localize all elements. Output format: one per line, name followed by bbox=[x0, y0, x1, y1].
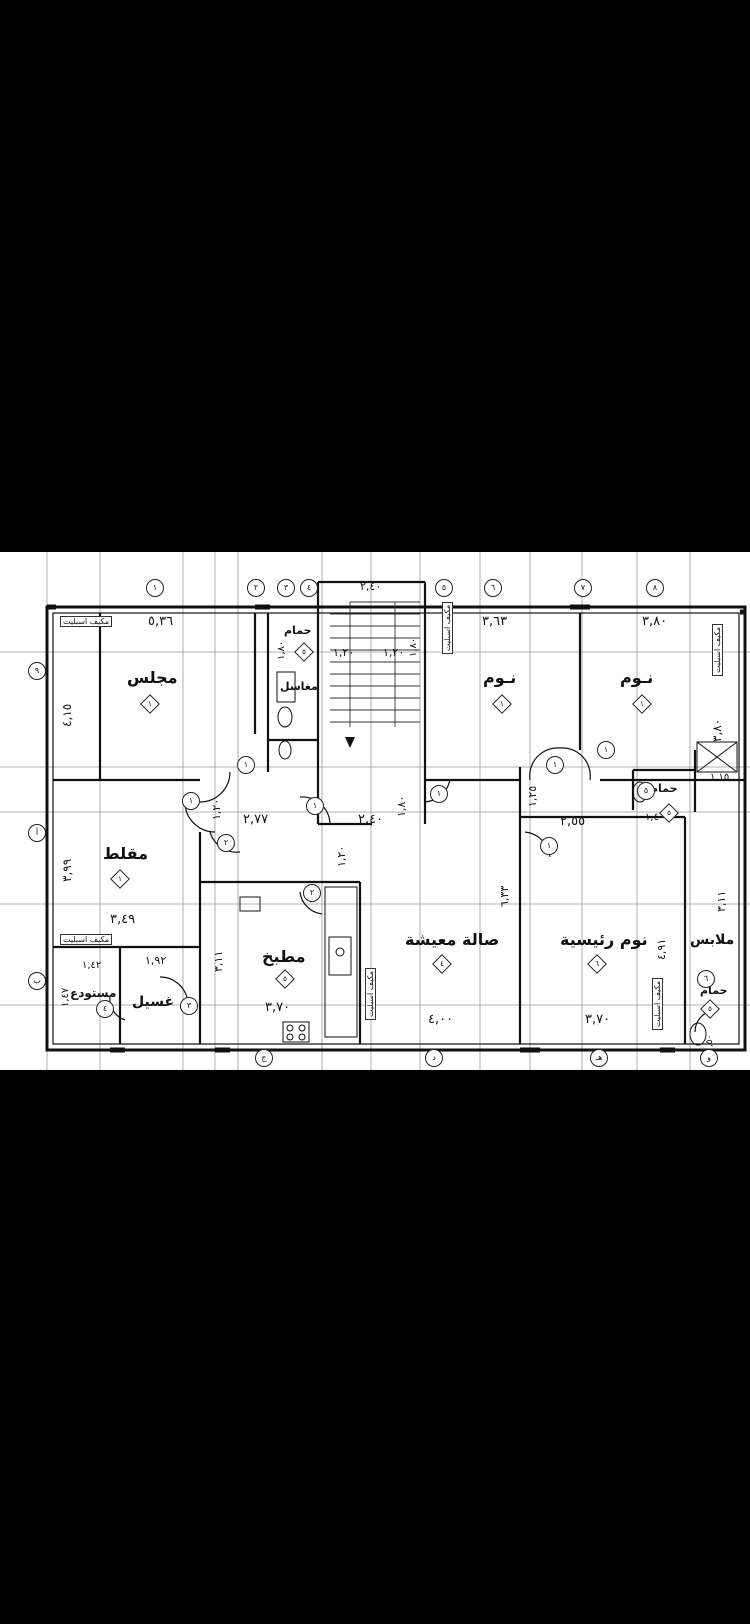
room-marker: ٥ bbox=[700, 999, 720, 1019]
dim-bath-2-width: ١,٤٠ bbox=[645, 812, 665, 823]
door-marker: ١ bbox=[540, 837, 558, 855]
grid-marker: ٢ bbox=[247, 579, 265, 597]
outer-walls bbox=[45, 605, 747, 1052]
grid-marker: ٧ bbox=[574, 579, 592, 597]
dim-landing-height: ١,٨٠ bbox=[395, 795, 408, 817]
grid-marker: ب bbox=[28, 972, 46, 990]
door-marker: ٢ bbox=[303, 884, 321, 902]
door-marker: ٦ bbox=[697, 970, 715, 988]
dim-landing-width: ٢,٤٠ bbox=[358, 812, 384, 827]
door-marker: ١ bbox=[597, 741, 615, 759]
room-label-bath-1: حمام bbox=[284, 624, 312, 637]
door-marker: ٢ bbox=[217, 834, 235, 852]
dim-stair-inner-a: ١,٢٠ bbox=[333, 646, 355, 659]
dim-bath-3-width: ١,١٥ bbox=[710, 772, 730, 783]
room-marker: ١ bbox=[632, 694, 652, 714]
dim-living-width: ٤,٠٠ bbox=[428, 1012, 454, 1027]
room-label-living: صالة معيشة bbox=[405, 930, 500, 949]
grid-marker: ج bbox=[255, 1049, 273, 1067]
grid-marker: ٦ bbox=[484, 579, 502, 597]
kitchen-fixtures bbox=[239, 886, 358, 1043]
room-marker: ١ bbox=[492, 694, 512, 714]
dim-hall-width: ٢,٥٥ bbox=[560, 814, 586, 829]
grid-marker: ٨ bbox=[646, 579, 664, 597]
grid-marker: ٥ bbox=[435, 579, 453, 597]
grid-marker: د bbox=[425, 1049, 443, 1067]
dim-majlis-width: ٥,٣٦ bbox=[148, 614, 174, 629]
door-marker: ١ bbox=[237, 756, 255, 774]
dim-master-width: ٣,٧٠ bbox=[585, 1012, 611, 1027]
dim-maqlat-width: ٣,٤٩ bbox=[110, 912, 136, 927]
door-marker: ٣ bbox=[180, 997, 198, 1015]
door-marker: ٤ bbox=[96, 1000, 114, 1018]
grid-marker: أ bbox=[28, 824, 46, 842]
ac-tag-bedroom-2: مكيف اسبليت bbox=[712, 623, 723, 676]
dim-passage-height: ١,٢٠ bbox=[335, 845, 348, 867]
room-label-majlis: مجلس bbox=[127, 668, 178, 687]
dim-bedroom-1-width: ٣,٦٣ bbox=[482, 614, 508, 629]
window-marks bbox=[47, 604, 745, 1053]
door-marker: ١ bbox=[430, 785, 448, 803]
room-marker: ٥ bbox=[275, 969, 295, 989]
room-label-bedroom-1: نـوم bbox=[483, 668, 517, 687]
door-marker: ١ bbox=[546, 756, 564, 774]
door-marker: ١ bbox=[182, 792, 200, 810]
dim-stair-inner-b: ١,٢٠ bbox=[383, 646, 405, 659]
dim-hall-height: ١,٢٥ bbox=[526, 785, 539, 807]
ac-tag-bedroom-1: مكيف اسبليت bbox=[442, 601, 453, 654]
bath-fixtures bbox=[276, 671, 738, 1046]
dim-bedroom-2-width: ٣,٨٠ bbox=[642, 614, 668, 629]
room-marker: ٤ bbox=[432, 954, 452, 974]
room-label-washbasins: مغاسل bbox=[280, 680, 318, 693]
ac-tag-master: مكيف اسبليت bbox=[652, 977, 663, 1030]
room-label-storage: مستودع bbox=[70, 986, 117, 1000]
floor-plan: مجلس نـوم نـوم مقلط صالة معيشة نوم رئيسي… bbox=[0, 552, 750, 1070]
room-label-kitchen: مطبخ bbox=[262, 947, 306, 966]
dim-living-height: ٦,٣٣ bbox=[498, 885, 511, 907]
dim-wardrobe-height: ٣,١١ bbox=[715, 890, 728, 912]
door-marker: ٥ bbox=[637, 782, 655, 800]
dim-kitchen-height: ٣,١١ bbox=[212, 950, 225, 972]
dim-stair-width: ٢,٤٠ bbox=[360, 580, 382, 593]
dim-corridor-height: ١,٢٠ bbox=[210, 798, 223, 820]
grid-marker: ٤ bbox=[300, 579, 318, 597]
dim-storage-height: ١,٤٧ bbox=[60, 987, 71, 1007]
room-label-maqlat: مقلط bbox=[103, 844, 149, 863]
dim-corridor-width: ٢,٧٧ bbox=[243, 812, 269, 827]
floor-plan-drawing bbox=[0, 552, 750, 1070]
dim-bedroom-2-height: ٣,٨٠ bbox=[710, 718, 724, 742]
dim-storage-width: ١,٤٢ bbox=[82, 960, 102, 971]
grid-marker: ١ bbox=[146, 579, 164, 597]
stair-treads bbox=[330, 601, 420, 727]
ac-tag-majlis: مكيف اسبليت bbox=[60, 616, 113, 627]
door-marker: ١ bbox=[306, 797, 324, 815]
room-marker: ٦ bbox=[587, 954, 607, 974]
dim-maqlat-height: ٣,٩٩ bbox=[60, 858, 74, 882]
room-label-wardrobe: ملابس bbox=[690, 932, 735, 948]
room-marker: ١ bbox=[110, 869, 130, 889]
interior-walls bbox=[53, 580, 745, 1044]
room-label-master-bedroom: نوم رئيسية bbox=[560, 930, 648, 949]
dim-kitchen-width: ٣,٧٠ bbox=[265, 1000, 291, 1015]
room-label-bedroom-2: نـوم bbox=[620, 668, 654, 687]
ac-tag-maqlat: مكيف اسبليت bbox=[60, 934, 113, 945]
room-label-bath-2: حمام bbox=[650, 782, 678, 795]
ac-tag-kitchen: مكيف اسبليت bbox=[365, 967, 376, 1020]
grid-marker: ٩ bbox=[28, 662, 46, 680]
grid-marker: و bbox=[700, 1049, 718, 1067]
dim-bath-1-height: ١,٨٠ bbox=[276, 640, 287, 660]
dim-stair-side: ١,٨٠ bbox=[408, 637, 419, 657]
dim-laundry-width: ١,٩٢ bbox=[145, 954, 167, 967]
grid-marker: ٣ bbox=[277, 579, 295, 597]
dim-master-height: ٤,٩١ bbox=[655, 938, 668, 960]
room-marker: ١ bbox=[140, 694, 160, 714]
dim-majlis-height: ٤,١٥ bbox=[60, 703, 74, 727]
room-marker: ٥ bbox=[294, 642, 314, 662]
room-label-laundry: غسيل bbox=[132, 994, 175, 1010]
grid-marker: هـ bbox=[590, 1049, 608, 1067]
